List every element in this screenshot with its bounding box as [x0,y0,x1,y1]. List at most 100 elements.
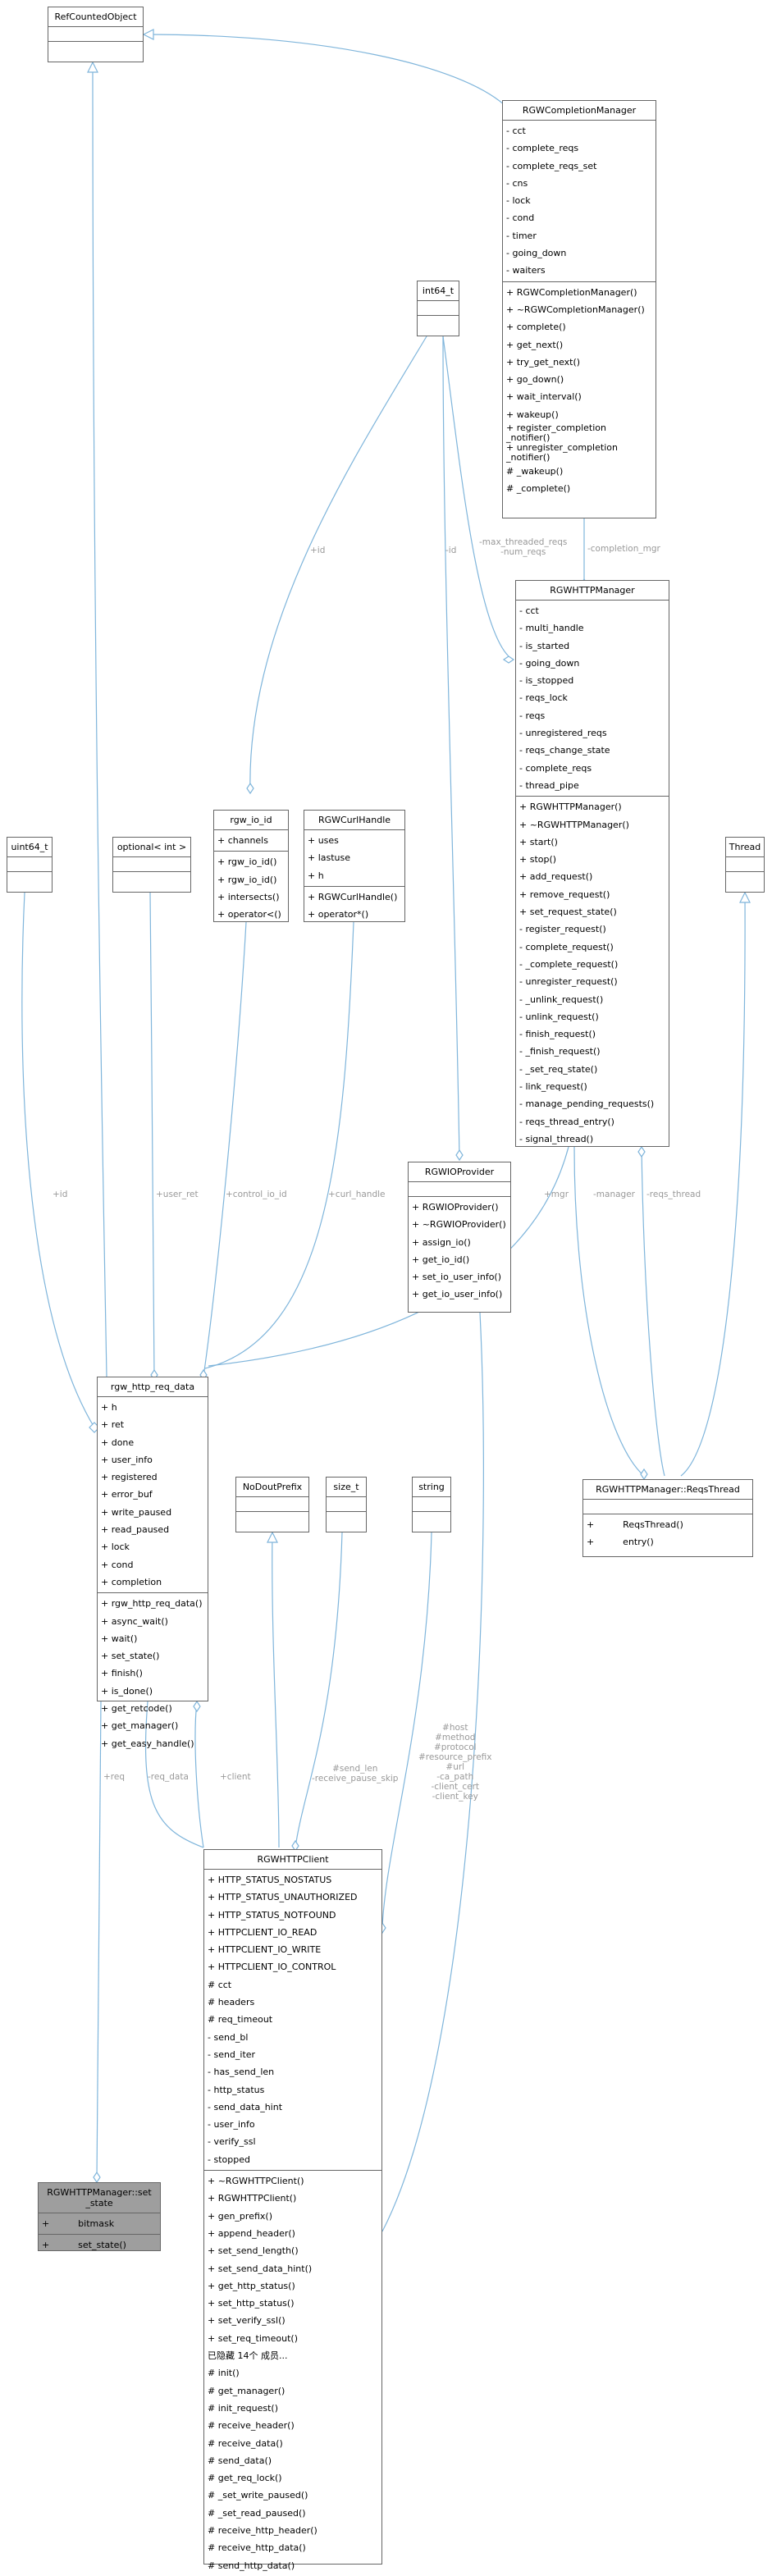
ops-section [48,42,143,56]
member-row: + read_paused [101,1524,170,1536]
edge-label-req: +req [103,1772,126,1782]
member-row: # get_req_lock() [208,2473,282,2484]
ops-section [327,1512,366,1526]
arrowhead-thread [739,891,751,903]
member-row: + HTTPCLIENT_IO_READ [208,1926,317,1938]
class-string[interactable]: string [412,1477,451,1532]
member-row: # receive_data() [208,2437,283,2449]
attrs-section: - cct- complete_reqs- complete_reqs_set-… [503,121,656,282]
edge-label-user-ret: +user_ret [156,1190,199,1199]
member-row: - manage_pending_requests() [519,1098,655,1110]
member-row: - complete_reqs_set [506,160,597,171]
member-row: - reqs_lock [519,692,568,704]
ops-section: + set_state() [39,2235,160,2255]
member-row: + ~RGWHTTPManager() [519,819,629,830]
member-row: # receive_http_data() [208,2542,306,2554]
member-row: - signal_thread() [519,1133,594,1144]
member-row: + set_verify_ssl() [208,2315,286,2327]
member-row: - waiters [506,265,546,276]
class-rgw-io-id[interactable]: rgw_io_id + channels + rgw_io_id()+ rgw_… [213,810,289,922]
member-row: - _complete_request() [519,958,619,970]
member-row: - _set_req_state() [519,1063,598,1075]
member-row: + lock [101,1541,130,1553]
class-set-state[interactable]: RGWHTTPManager::set _state + bitmask + s… [38,2182,161,2251]
member-row: + append_header() [208,2227,295,2239]
class-thread[interactable]: Thread [725,837,765,893]
class-rgwcompletionmanager[interactable]: RGWCompletionManager - cct- complete_req… [502,100,656,518]
class-nodoutprefix[interactable]: NoDoutPrefix [235,1477,309,1532]
arrowhead-refcounted-bottom [87,61,98,73]
class-title: string [413,1478,450,1497]
member-row: + h [101,1402,117,1413]
class-rgw-http-req-data[interactable]: rgw_http_req_data + h+ ret+ done+ user_i… [97,1377,208,1749]
member-row: + set_state() [42,2240,126,2251]
member-row: + set_send_length() [208,2245,299,2257]
member-row: + completion [101,1576,162,1587]
member-row: + rgw_io_id() [217,856,277,868]
member-row: + get_retcode() [101,1703,172,1715]
member-row: # send_data() [208,2455,272,2466]
attrs-section: + HTTP_STATUS_NOSTATUS+ HTTP_STATUS_UNAU… [204,1870,381,2172]
class-rgwioprovider[interactable]: RGWIOProvider + RGWIOProvider()+ ~RGWIOP… [408,1162,511,1313]
member-row: + RGWHTTPManager() [519,802,622,813]
attrs-section [48,27,143,42]
diamond-setstate [93,2171,101,2184]
member-row: - reqs [519,710,546,721]
class-uint64-t[interactable]: uint64_t [7,837,53,893]
member-row: - verify_ssl [208,2136,256,2148]
member-row: + gen_prefix() [208,2210,272,2222]
class-rgwhttpclient[interactable]: RGWHTTPClient + HTTP_STATUS_NOSTATUS+ HT… [203,1849,382,2571]
member-row: - is_started [519,640,570,651]
member-row: - send_bl [208,2031,249,2043]
member-row: # init() [208,2368,240,2379]
member-row: + operator<() [217,909,281,920]
member-row: + user_info [101,1454,153,1465]
arrowhead-refcounted-right [142,29,154,40]
class-refcountedobject[interactable]: RefCountedObject [48,7,144,62]
member-row: - unlink_request() [519,1011,599,1022]
class-rgwhttpmanager[interactable]: RGWHTTPManager - cct- multi_handle- is_s… [515,580,669,1147]
member-row: + get_http_status() [208,2280,295,2291]
edge-label-client: +client [220,1772,251,1782]
class-rgwcurlhandle[interactable]: RGWCurlHandle + uses+ lastuse+ h + RGWCu… [304,810,405,922]
ops-section: + RGWHTTPManager()+ ~RGWHTTPManager()+ s… [516,797,669,1149]
member-row: - send_iter [208,2048,256,2060]
class-title: optional< int > [113,838,190,857]
edge-label-mgr: +mgr [544,1190,569,1199]
attrs-section [236,1497,308,1512]
member-row: + uses [308,835,339,846]
edge-int64-to-ioid [249,336,427,792]
edge-httpmanager-to-reqdata [208,1146,569,1367]
attrs-section [327,1497,366,1512]
ops-section: + ReqsThread()+ entry() [583,1514,752,1553]
edge-sizet-to-httpclient [295,1532,343,1848]
edge-int64-to-httpmanager [442,336,509,657]
member-row: + get_easy_handle() [101,1738,194,1749]
edge-label-reqs-thread: -reqs_thread [646,1190,701,1199]
class-optional-int[interactable]: optional< int > [112,837,191,893]
member-row: # send_http_data() [208,2560,295,2571]
member-row: + ret [101,1419,125,1431]
edge-reqdata-to-refcounted [92,62,107,1377]
class-int64-t[interactable]: int64_t [417,281,459,336]
member-row: - timer [506,230,537,241]
class-size-t[interactable]: size_t [326,1477,367,1532]
diamond-reqsthread-1 [640,1468,648,1481]
attrs-section [418,301,459,316]
edge-optional-to-reqdata [149,892,155,1379]
member-row: - register_request() [519,924,606,935]
diamond-httpmanager-id [502,655,515,664]
edge-reqsthread-to-thread [680,892,746,1477]
member-row: - cns [506,177,528,189]
member-row: + set_send_data_hint() [208,2263,313,2274]
attrs-section: - cct- multi_handle- is_started- going_d… [516,601,669,797]
member-row: - complete_reqs [519,762,592,774]
edge-int64-to-ioprovider [442,336,460,1159]
edge-label-max-threaded: -max_threaded_reqs -num_reqs [479,537,568,557]
member-row: + get_manager() [101,1720,179,1732]
class-title: uint64_t [7,838,52,857]
class-reqsthread[interactable]: RGWHTTPManager::ReqsThread + ReqsThread(… [582,1479,753,1557]
member-row: + wait_interval() [506,391,582,403]
class-title: RGWHTTPClient [204,1850,381,1870]
member-row: + entry() [587,1537,654,1548]
